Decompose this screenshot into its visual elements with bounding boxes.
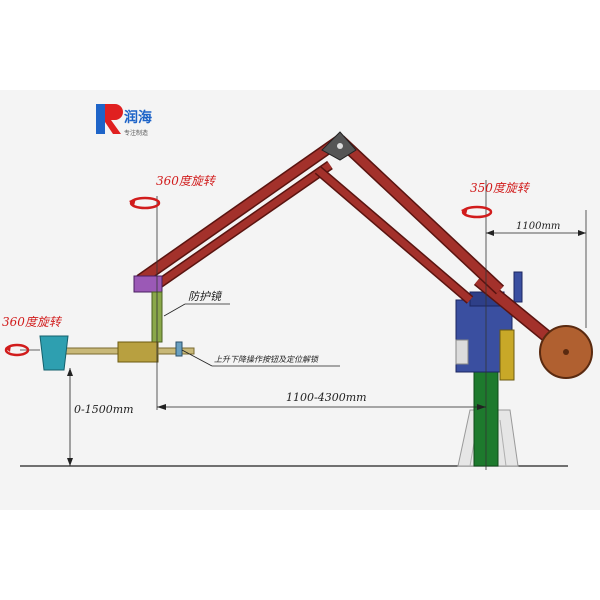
rotation-arrow-right [461,205,493,219]
pedestal-rib [499,419,507,467]
boom-arms [136,131,505,304]
label-buttons: 上升下降操作按钮及定位解锁 [214,355,319,364]
counterweight-hub [563,349,569,355]
dim-reach: 1100-4300mm [157,391,486,410]
rear-bracket [513,271,523,303]
label-rotation-top-left: 360度旋转 [156,174,217,188]
logo-mark-blue [96,104,105,134]
cylinder [499,329,515,381]
brand-tagline: 专注制造 [124,129,148,137]
logo-mark-red [105,104,123,134]
left-arm-upper [137,136,343,284]
right-arm-lower [315,167,473,303]
right-arm-upper [336,136,504,294]
brand-name: 润海 [124,109,152,126]
brand-logo: 润海 专注制造 [96,104,152,137]
mirror-leader [163,303,186,317]
label-dim-counter: 1100mm [516,221,560,232]
rotation-arrow-left [4,343,30,357]
buttons-leader [181,349,213,367]
label-mirror: 防护镜 [188,290,223,303]
rotation-arrow-top-left [129,196,161,210]
label-dim-reach: 1100-4300mm [286,391,367,404]
left-arm-lower [148,162,332,293]
gripper-bar [65,347,121,355]
dim-height: 0-1500mm [67,368,134,466]
valve-block [455,339,469,365]
gripper-body [117,341,159,363]
label-dim-height: 0-1500mm [74,403,134,416]
apex-pin [337,143,343,149]
hopper [39,335,69,371]
control-button [175,341,183,357]
wrist-joint [133,275,163,293]
label-rotation-right: 350度旋转 [470,181,531,195]
dim-counterweight: 1100mm [486,210,587,328]
label-rotation-left: 360度旋转 [2,315,63,329]
